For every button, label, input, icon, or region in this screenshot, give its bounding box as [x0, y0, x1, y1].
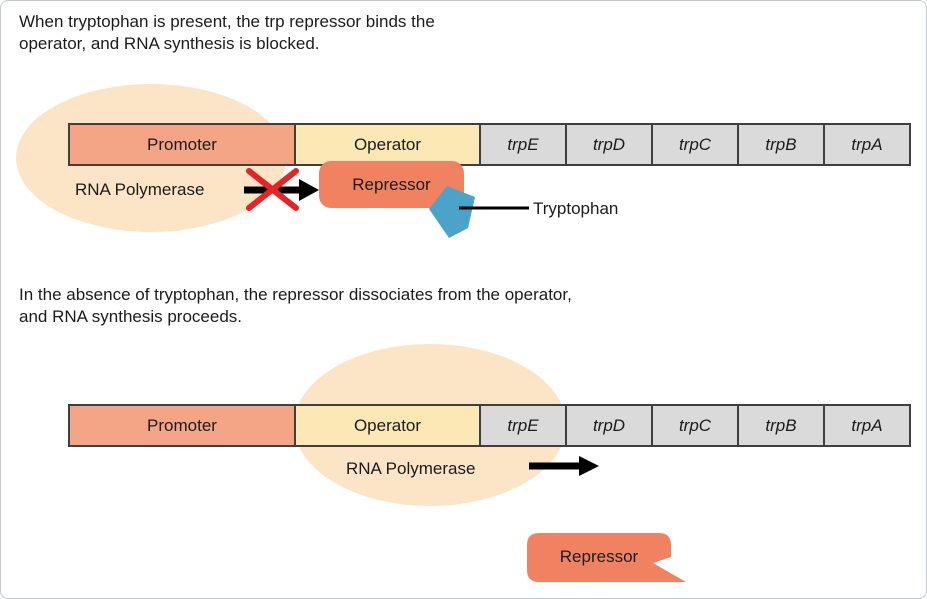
absent-panel-heading: In the absence of tryptophan, the repres… [19, 285, 572, 326]
segment-gene-trpE-label: trpE [507, 134, 539, 154]
blocked-x-icon [246, 168, 299, 211]
tryptophan-pentagon-icon [429, 186, 475, 238]
segment-gene-trpA: trpA [823, 123, 911, 166]
segment-promoter: Promoter [68, 404, 296, 447]
blocked-transcription-arrow [244, 168, 319, 211]
segment-gene-trpD: trpD [565, 123, 653, 166]
segment-gene-trpA-label: trpA [851, 134, 883, 154]
segment-gene-trpC-label: trpC [678, 415, 712, 435]
segment-gene-trpA: trpA [823, 404, 911, 447]
repressor-bound-label: Repressor [352, 174, 431, 194]
segment-gene-trpD-label: trpD [592, 134, 626, 154]
segment-operator-label: Operator [353, 415, 422, 435]
segment-promoter-label: Promoter [147, 134, 217, 154]
segment-gene-trpB: trpB [737, 123, 825, 166]
repressor-released-label: Repressor [559, 547, 639, 566]
segment-gene-trpB-label: trpB [765, 415, 797, 435]
segment-gene-trpE-label: trpE [507, 415, 539, 435]
tryptophan-molecule-group [429, 186, 529, 238]
segment-gene-trpE: trpE [479, 404, 567, 447]
segment-gene-trpB: trpB [737, 404, 825, 447]
segment-gene-trpA-label: trpA [851, 415, 883, 435]
present-panel-heading: When tryptophan is present, the trp repr… [19, 12, 435, 53]
segment-gene-trpD-label: trpD [592, 415, 626, 435]
segment-operator: Operator [294, 404, 481, 447]
segment-gene-trpE: trpE [479, 123, 567, 166]
operon-bar-present: Promoter Operator trpE trpD trpC trpB tr… [68, 123, 911, 166]
segment-operator-label: Operator [353, 134, 422, 154]
segment-gene-trpD: trpD [565, 404, 653, 447]
tryptophan-label: Tryptophan [533, 199, 619, 218]
rna-polymerase-label-absent: RNA Polymerase [346, 459, 476, 478]
repressor-released-shape [527, 533, 686, 582]
operon-bar-absent: Promoter Operator trpE trpD trpC trpB tr… [68, 404, 911, 447]
transcription-proceeds-arrow-icon [529, 456, 599, 476]
segment-promoter-label: Promoter [147, 415, 217, 435]
segment-gene-trpC: trpC [651, 123, 739, 166]
repressor-released-body [527, 533, 686, 582]
segment-gene-trpC-label: trpC [678, 134, 712, 154]
rna-polymerase-label: RNA Polymerase [75, 180, 205, 199]
segment-gene-trpB-label: trpB [765, 134, 797, 154]
segment-promoter: Promoter [68, 123, 296, 166]
segment-operator: Operator [294, 123, 481, 166]
segment-gene-trpC: trpC [651, 404, 739, 447]
